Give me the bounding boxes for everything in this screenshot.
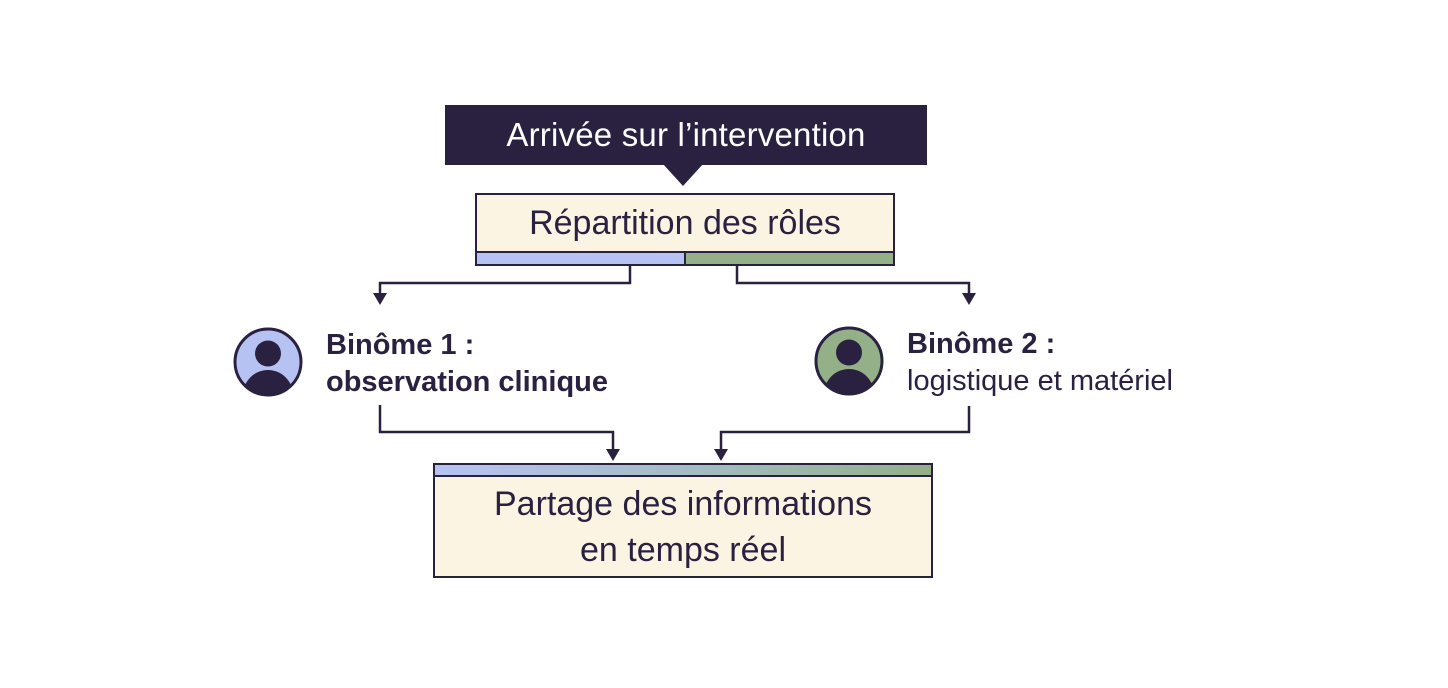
node-repartition: Répartition des rôles bbox=[475, 193, 895, 266]
node-arrival: Arrivée sur l’intervention bbox=[445, 105, 927, 165]
role-split-bar bbox=[475, 251, 895, 266]
binome1-title: Binôme 1 : bbox=[326, 329, 475, 361]
arrow-down-icon bbox=[606, 449, 620, 461]
arrow-down-icon bbox=[373, 293, 387, 305]
binome1-text: Binôme 1 : observation clinique bbox=[326, 327, 608, 401]
binome2-subtitle: logistique et matériel bbox=[907, 365, 1173, 397]
binome2-text: Binôme 2 : logistique et matériel bbox=[907, 326, 1173, 400]
binome1-group: Binôme 1 : observation clinique bbox=[233, 327, 608, 401]
person-icon bbox=[814, 326, 884, 396]
binome2-group: Binôme 2 : logistique et matériel bbox=[814, 326, 1173, 400]
node-partage-line1: Partage des informations bbox=[494, 484, 872, 523]
arrow-down-icon bbox=[962, 293, 976, 305]
node-repartition-label: Répartition des rôles bbox=[529, 203, 841, 242]
person-icon bbox=[233, 327, 303, 397]
arrow-down-icon bbox=[714, 449, 728, 461]
node-partage-box: Partage des informations en temps réel bbox=[433, 475, 933, 578]
binome1-subtitle: observation clinique bbox=[326, 366, 608, 398]
connector-top-left bbox=[378, 265, 632, 294]
connector-bottom-left bbox=[378, 405, 615, 450]
role-bar-blue bbox=[475, 251, 686, 266]
node-partage: Partage des informations en temps réel bbox=[433, 463, 933, 578]
node-partage-line2: en temps réel bbox=[580, 530, 786, 569]
binome2-title: Binôme 2 : bbox=[907, 328, 1056, 360]
role-bar-green bbox=[684, 251, 895, 266]
connector-bottom-right bbox=[719, 406, 971, 450]
node-arrival-label: Arrivée sur l’intervention bbox=[506, 116, 866, 153]
connector-top-right bbox=[735, 265, 971, 294]
callout-pointer-icon bbox=[663, 164, 703, 186]
node-repartition-box: Répartition des rôles bbox=[475, 193, 895, 253]
